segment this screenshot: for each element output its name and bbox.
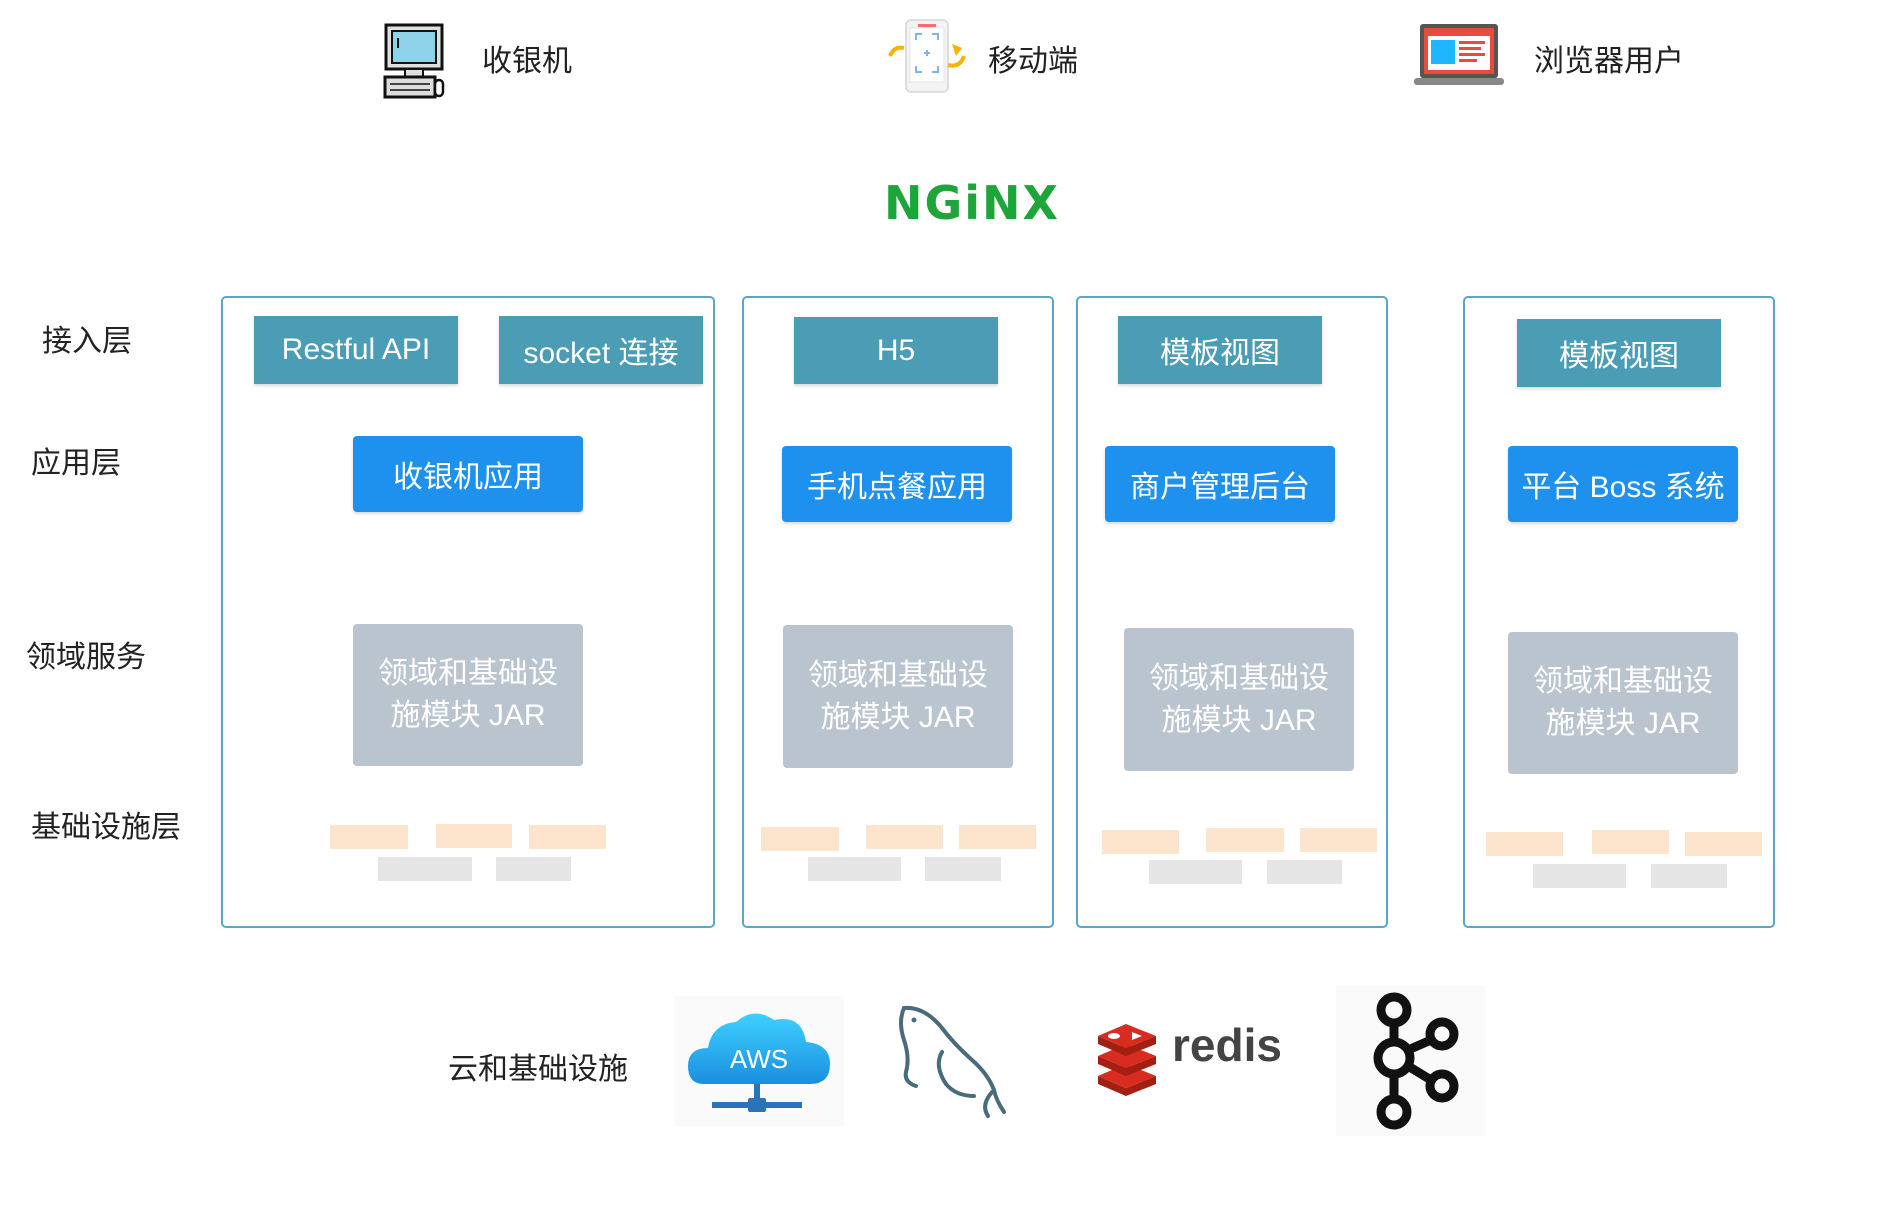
app-box-merchant-admin: 商户管理后台: [1105, 446, 1335, 522]
column-merchant-admin: [1076, 296, 1388, 928]
infra-bar: [330, 825, 408, 849]
infra-bar: [1149, 860, 1242, 884]
infra-bar: [378, 857, 472, 881]
column-boss-system: [1463, 296, 1775, 928]
domain-box: 领域和基础设施模块 JAR: [1124, 628, 1354, 771]
app-box-mobile-order: 手机点餐应用: [782, 446, 1012, 522]
infra-bar: [761, 827, 839, 851]
access-box-template-view: 模板视图: [1118, 316, 1322, 384]
cash-register-icon: [383, 23, 445, 99]
layer-label-domain: 领域服务: [26, 641, 146, 674]
access-box-restful-api: Restful API: [254, 316, 458, 384]
client-label-mobile: 移动端: [988, 45, 1078, 78]
infra-bar: [436, 824, 512, 848]
column-cash-register: [221, 296, 715, 928]
infra-bar: [1592, 830, 1669, 854]
infra-bar: [1533, 864, 1626, 888]
infra-bar: [1267, 860, 1342, 884]
column-mobile-order: [742, 296, 1054, 928]
access-box-template-view: 模板视图: [1517, 319, 1721, 387]
domain-box-line-2: 施模块 JAR: [1545, 707, 1701, 740]
app-box-boss-system: 平台 Boss 系统: [1508, 446, 1738, 522]
app-box-cash-register: 收银机应用: [353, 436, 583, 512]
infra-bar: [1685, 832, 1762, 856]
domain-box: 领域和基础设施模块 JAR: [783, 625, 1013, 768]
kafka-icon: [1336, 986, 1486, 1136]
layer-label-access: 接入层: [42, 325, 132, 358]
infra-bar: [1206, 828, 1284, 852]
infra-bar: [1486, 832, 1563, 856]
aws-label: AWS: [729, 1044, 789, 1074]
infra-bar: [925, 857, 1001, 881]
infra-bar: [496, 857, 571, 881]
access-box-h5: H5: [794, 317, 998, 384]
domain-box-line-2: 施模块 JAR: [1161, 703, 1317, 737]
mobile-icon: [888, 19, 966, 93]
domain-box-line-1: 领域和基础设: [378, 657, 558, 690]
infra-bar: [529, 825, 606, 849]
domain-box-line-1: 领域和基础设: [808, 658, 988, 692]
domain-box: 领域和基础设施模块 JAR: [353, 624, 583, 766]
domain-box: 领域和基础设施模块 JAR: [1508, 632, 1738, 774]
infra-bar: [808, 857, 901, 881]
layer-label-infra: 基础设施层: [31, 811, 181, 844]
infra-bar: [1102, 830, 1179, 854]
domain-box-line-2: 施模块 JAR: [820, 700, 976, 734]
redis-label: redis: [1172, 1019, 1282, 1071]
redis-icon: redis: [1092, 1014, 1282, 1100]
infra-bar: [959, 825, 1036, 849]
domain-box-line-1: 领域和基础设: [1149, 661, 1329, 695]
nginx-logo: NGiNX: [884, 176, 1060, 230]
aws-cloud-icon: AWS: [674, 996, 844, 1126]
client-label-cash-register: 收银机: [482, 45, 572, 78]
domain-box-line-1: 领域和基础设: [1533, 665, 1713, 698]
infra-bar: [866, 825, 943, 849]
domain-box-line-2: 施模块 JAR: [390, 699, 546, 732]
infra-bar: [1651, 864, 1727, 888]
client-label-browser: 浏览器用户: [1534, 45, 1684, 78]
access-box-socket: socket 连接: [499, 316, 703, 384]
browser-icon: [1414, 24, 1504, 85]
cloud-infra-label: 云和基础设施: [448, 1053, 628, 1086]
mysql-dolphin-icon: [899, 1005, 1006, 1118]
layer-label-application: 应用层: [31, 447, 121, 480]
infra-bar: [1300, 828, 1377, 852]
